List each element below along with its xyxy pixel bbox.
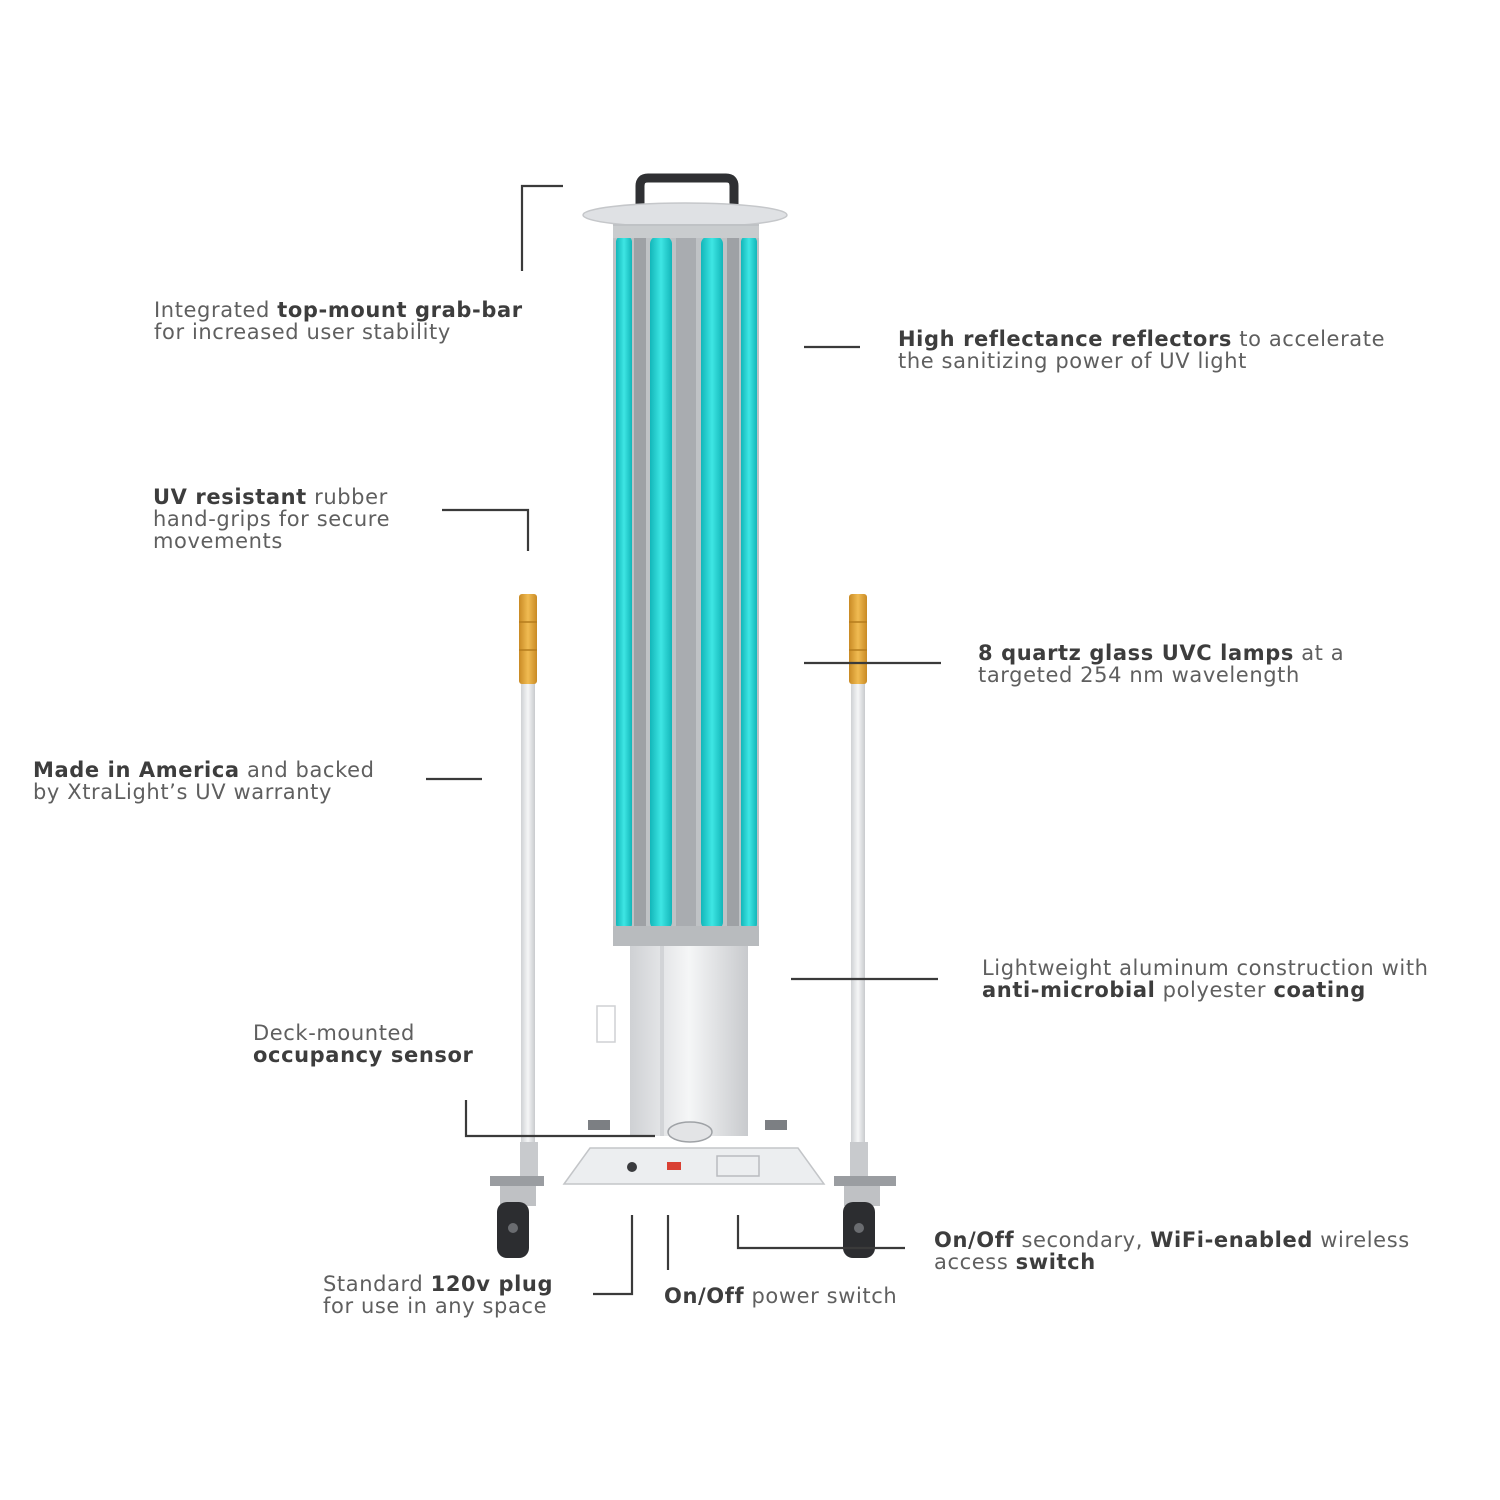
annotation-emphasis: Made in America (33, 758, 240, 782)
annotation-text: Integrated (154, 298, 278, 322)
annotation-emphasis: switch (1015, 1250, 1096, 1274)
annotation-line: access switch (934, 1251, 1410, 1273)
annotation-line: occupancy sensor (253, 1044, 473, 1066)
uvc-lamp (616, 236, 632, 930)
annotation-line: movements (153, 530, 390, 552)
plug-socket (627, 1162, 637, 1172)
uvc-lamp (701, 236, 723, 930)
annotation-line: 8 quartz glass UVC lamps at a (978, 642, 1344, 664)
annotation-text: and backed (239, 758, 375, 782)
annotation-line: hand-grips for secure (153, 508, 390, 530)
bracket (596, 1005, 616, 1043)
wireless-switch-panel (716, 1155, 760, 1177)
annotation-text: wireless (1312, 1228, 1410, 1252)
annotation-emphasis: top-mount grab-bar (277, 298, 523, 322)
annotation-text: access (934, 1250, 1016, 1274)
annotation-emphasis: anti-microbial (982, 978, 1156, 1002)
leader-grab-bar (520, 184, 563, 271)
annotation-text: by XtraLight’s UV warranty (33, 780, 333, 804)
annotation-text: to accelerate (1232, 327, 1386, 351)
annotation-text: targeted 254 nm wavelength (978, 663, 1300, 687)
annotation-line: Made in America and backed (33, 759, 375, 781)
annotation-line: Standard 120v plug (323, 1273, 553, 1295)
leader-wifi-switch (736, 1215, 905, 1250)
right-caster (834, 1176, 896, 1258)
annotation-line: Integrated top-mount grab-bar (154, 299, 523, 321)
left-pole (519, 594, 537, 1144)
annotation-text: Deck-mounted (253, 1021, 415, 1045)
annotation-line: targeted 254 nm wavelength (978, 664, 1344, 686)
annotation-emphasis: On/Off (934, 1228, 1015, 1252)
uvc-lamp-tubes (613, 226, 759, 946)
annotation-text: Standard (323, 1272, 431, 1296)
deck (520, 1120, 868, 1185)
annotation-line: UV resistant rubber (153, 486, 390, 508)
annotation-emphasis: 8 quartz glass UVC lamps (978, 641, 1294, 665)
annotation-line: the sanitizing power of UV light (898, 350, 1385, 372)
uvc-lamp (650, 236, 672, 930)
uvc-lamp (741, 236, 757, 930)
annotation-emphasis: coating (1273, 978, 1366, 1002)
annotation-line: High reflectance reflectors to accelerat… (898, 328, 1385, 350)
left-caster (490, 1176, 544, 1258)
annotation-emphasis: occupancy sensor (253, 1043, 474, 1067)
annotation-line: for increased user stability (154, 321, 523, 343)
annotation-text: secondary, (1014, 1228, 1151, 1252)
occupancy-sensor-dome (667, 1121, 713, 1143)
hand-grip (849, 594, 867, 684)
leader-hand-grips (442, 508, 530, 551)
annotation-text: hand-grips for secure (153, 507, 391, 531)
annotation-text: power switch (744, 1284, 898, 1308)
annotation-text: at a (1293, 641, 1345, 665)
annotation-emphasis: High reflectance reflectors (898, 327, 1232, 351)
annotation-line: for use in any space (323, 1295, 553, 1317)
annotation-line: On/Off secondary, WiFi-enabled wireless (934, 1229, 1410, 1251)
aluminum-column (630, 946, 748, 1136)
annotation-text: the sanitizing power of UV light (898, 349, 1247, 373)
annotation-emphasis: On/Off (664, 1284, 745, 1308)
annotation-text: polyester (1155, 978, 1274, 1002)
annotation-line: Lightweight aluminum construction with (982, 957, 1429, 979)
annotation-line: by XtraLight’s UV warranty (33, 781, 375, 803)
leader-occupancy-sensor (464, 1100, 655, 1138)
right-pole (849, 594, 867, 1144)
annotation-emphasis: UV resistant (153, 485, 307, 509)
annotation-emphasis: WiFi-enabled (1150, 1228, 1313, 1252)
annotation-reflectors: High reflectance reflectors to accelerat… (898, 328, 1385, 372)
annotation-text: for use in any space (323, 1294, 548, 1318)
annotation-text: for increased user stability (154, 320, 451, 344)
power-switch-light (667, 1162, 681, 1170)
leader-plug (593, 1215, 634, 1296)
hand-grip (519, 594, 537, 684)
grab-bar-handle (635, 173, 739, 206)
annotation-text: movements (153, 529, 283, 553)
annotation-line: On/Off power switch (664, 1285, 897, 1307)
annotation-line: Deck-mounted (253, 1022, 473, 1044)
annotation-text: rubber (306, 485, 388, 509)
annotation-emphasis: 120v plug (430, 1272, 554, 1296)
annotation-text: Lightweight aluminum construction with (982, 956, 1429, 980)
annotation-line: anti-microbial polyester coating (982, 979, 1429, 1001)
annotation-power-switch: On/Off power switch (664, 1285, 897, 1307)
